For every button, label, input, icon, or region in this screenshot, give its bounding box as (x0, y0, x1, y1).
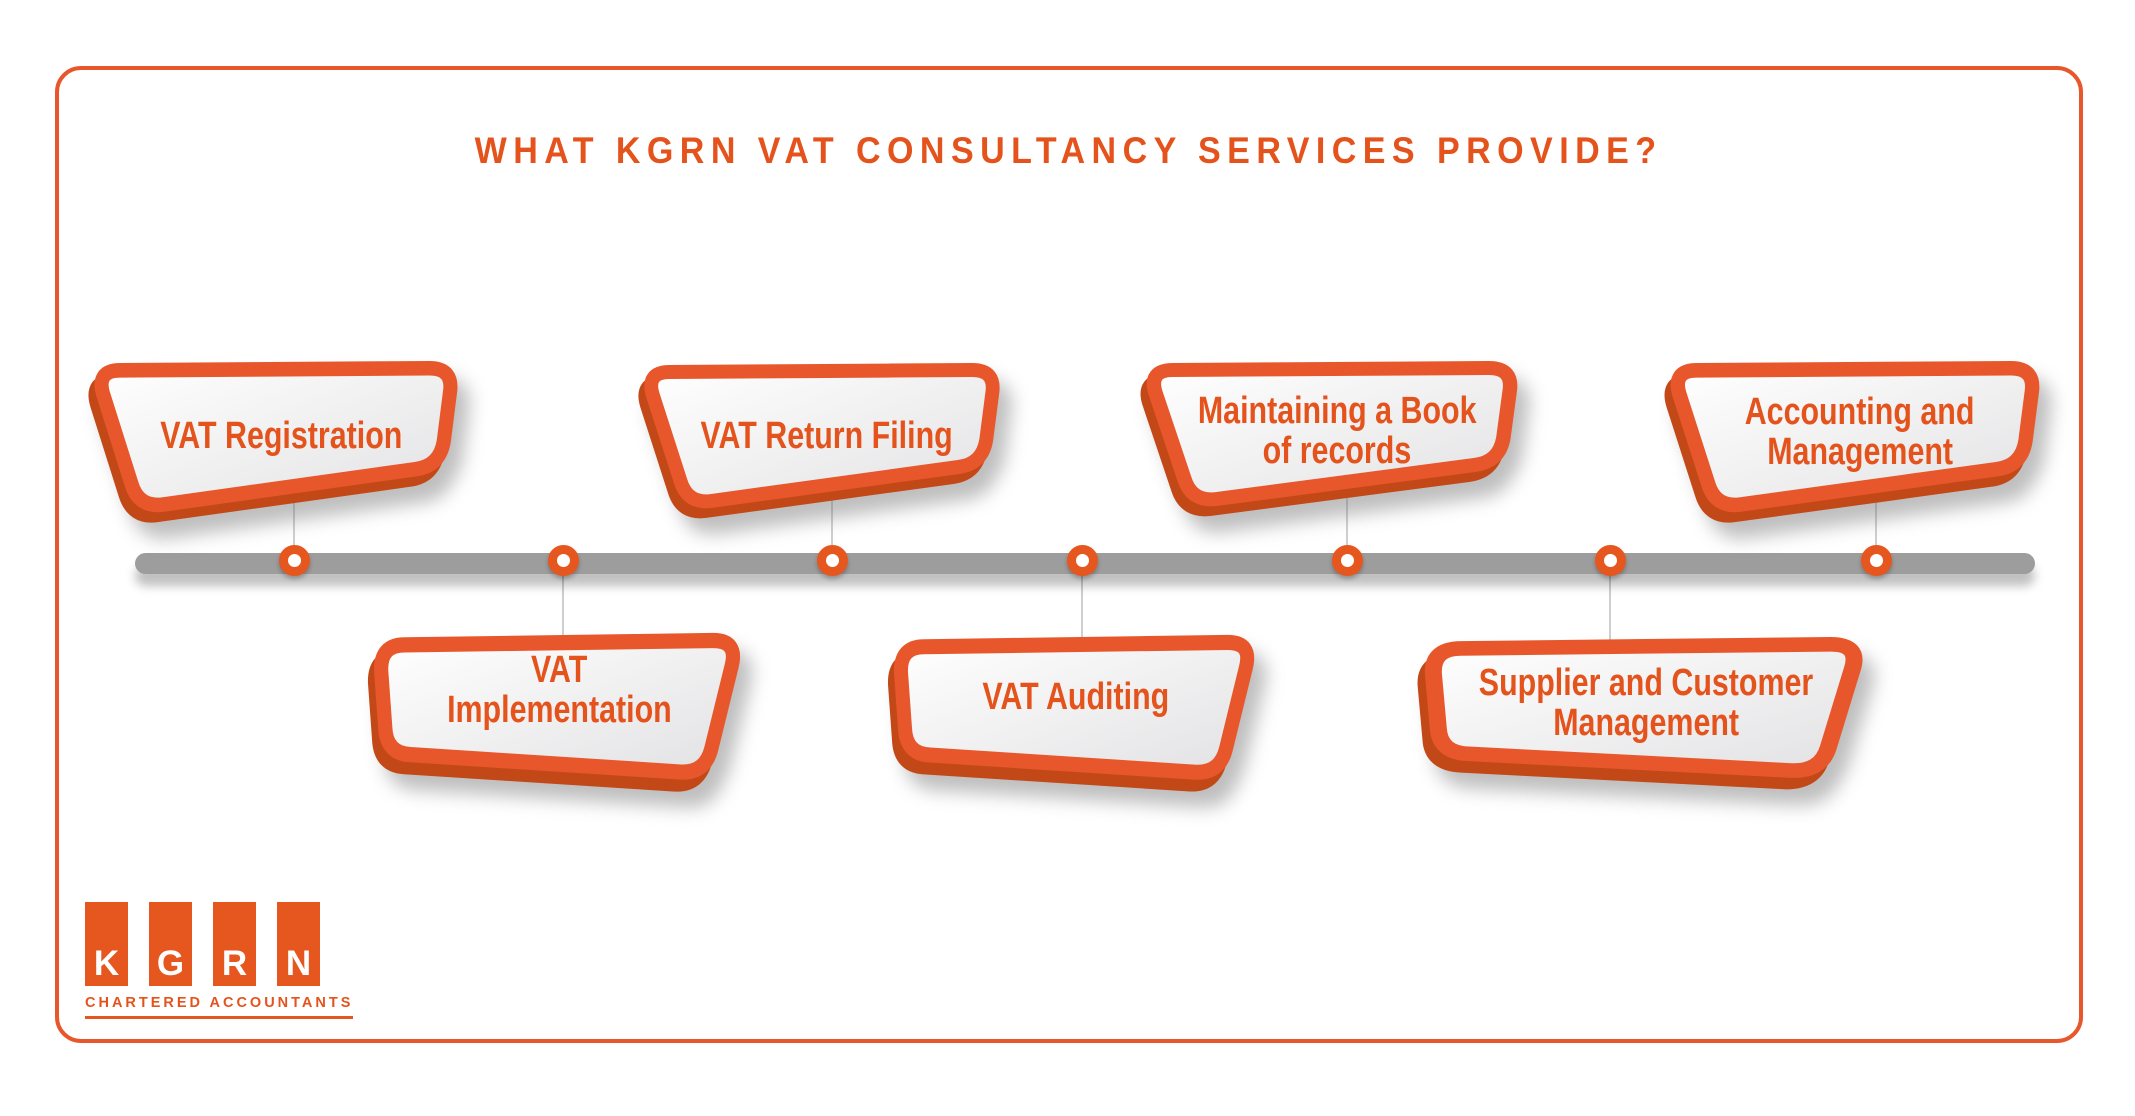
banner-text-line: Supplier and Customer (1478, 662, 1814, 705)
banner-label: VAT Return Filing (636, 364, 1006, 512)
service-banner-vat-registration: VAT Registration (86, 360, 464, 523)
banner-label: VAT Implementation (370, 634, 748, 784)
page-title-text: WHAT KGRN VAT CONSULTANCY SERVICES PROVI… (475, 130, 1663, 171)
timeline-node-3 (817, 545, 848, 576)
banner-shape (888, 634, 1255, 792)
banner-face (1146, 361, 1518, 507)
banner-text-line: VAT Registration (159, 415, 403, 458)
banner-label: Accounting and Management (1662, 362, 2046, 516)
logo-letter: K (93, 944, 120, 983)
logo-letter-blocks: K G R N (85, 902, 353, 986)
timeline-node-5 (1332, 545, 1363, 576)
banner-face (644, 363, 1000, 509)
banner-face (374, 632, 740, 780)
service-banner-accounting-management: Accounting and Management (1662, 360, 2046, 523)
kgrn-logo: K G R N CHARTERED ACCOUNTANTS (85, 902, 354, 1019)
service-banner-vat-return-filing: VAT Return Filing (636, 363, 1006, 519)
timeline-node-7 (1861, 545, 1892, 576)
timeline-node-6 (1595, 545, 1626, 576)
logo-letter: N (285, 944, 312, 983)
banner-text-line: Maintaining a Book (1197, 390, 1477, 433)
logo-letter-block: R (213, 902, 256, 986)
timeline-node-1 (279, 545, 310, 576)
banner-face (94, 360, 458, 513)
timeline-node-2 (548, 545, 579, 576)
banner-text-line: Implementation (446, 689, 672, 731)
banner-shape (1417, 636, 1863, 790)
logo-letter: G (156, 944, 185, 983)
banner-shape (1664, 360, 2040, 523)
banner-face (894, 634, 1255, 780)
service-banner-vat-auditing: VAT Auditing (888, 634, 1262, 792)
banner-text-line: Management (1767, 431, 1953, 473)
service-banner-maintaining-book: Maintaining a Book of records (1138, 361, 1524, 517)
logo-tagline: CHARTERED ACCOUNTANTS (85, 995, 354, 1019)
banner-shape (367, 632, 740, 792)
banner-text-line: of records (1262, 430, 1412, 472)
logo-letter-block: N (277, 902, 320, 986)
service-banner-supplier-customer: Supplier and Customer Management (1417, 636, 1872, 790)
banner-face (1670, 360, 2040, 513)
page-border-frame (55, 66, 2083, 1043)
timeline-node-4 (1067, 545, 1098, 576)
banner-text-line: VAT Return Filing (700, 415, 954, 458)
service-banner-vat-implementation: VAT Implementation (367, 632, 748, 792)
banner-face (1424, 636, 1863, 778)
banner-text-line: Management (1553, 702, 1739, 744)
logo-letter: R (221, 944, 248, 983)
banner-text-line: VAT Auditing (982, 676, 1170, 719)
banner-text-line: VAT (530, 649, 588, 692)
logo-letter-block: K (85, 902, 128, 986)
banner-text-line: Accounting and (1745, 391, 1975, 434)
banner-shape (1140, 361, 1518, 517)
page-title: WHAT KGRN VAT CONSULTANCY SERVICES PROVI… (55, 130, 2083, 172)
banner-label: VAT Auditing (890, 636, 1262, 784)
banner-shape (638, 363, 1000, 519)
banner-label: VAT Registration (86, 362, 464, 516)
banner-label: Supplier and Customer Management (1420, 638, 1872, 782)
logo-letter-block: G (149, 902, 192, 986)
banner-shape (88, 360, 458, 523)
banner-label: Maintaining a Book of records (1138, 362, 1524, 510)
